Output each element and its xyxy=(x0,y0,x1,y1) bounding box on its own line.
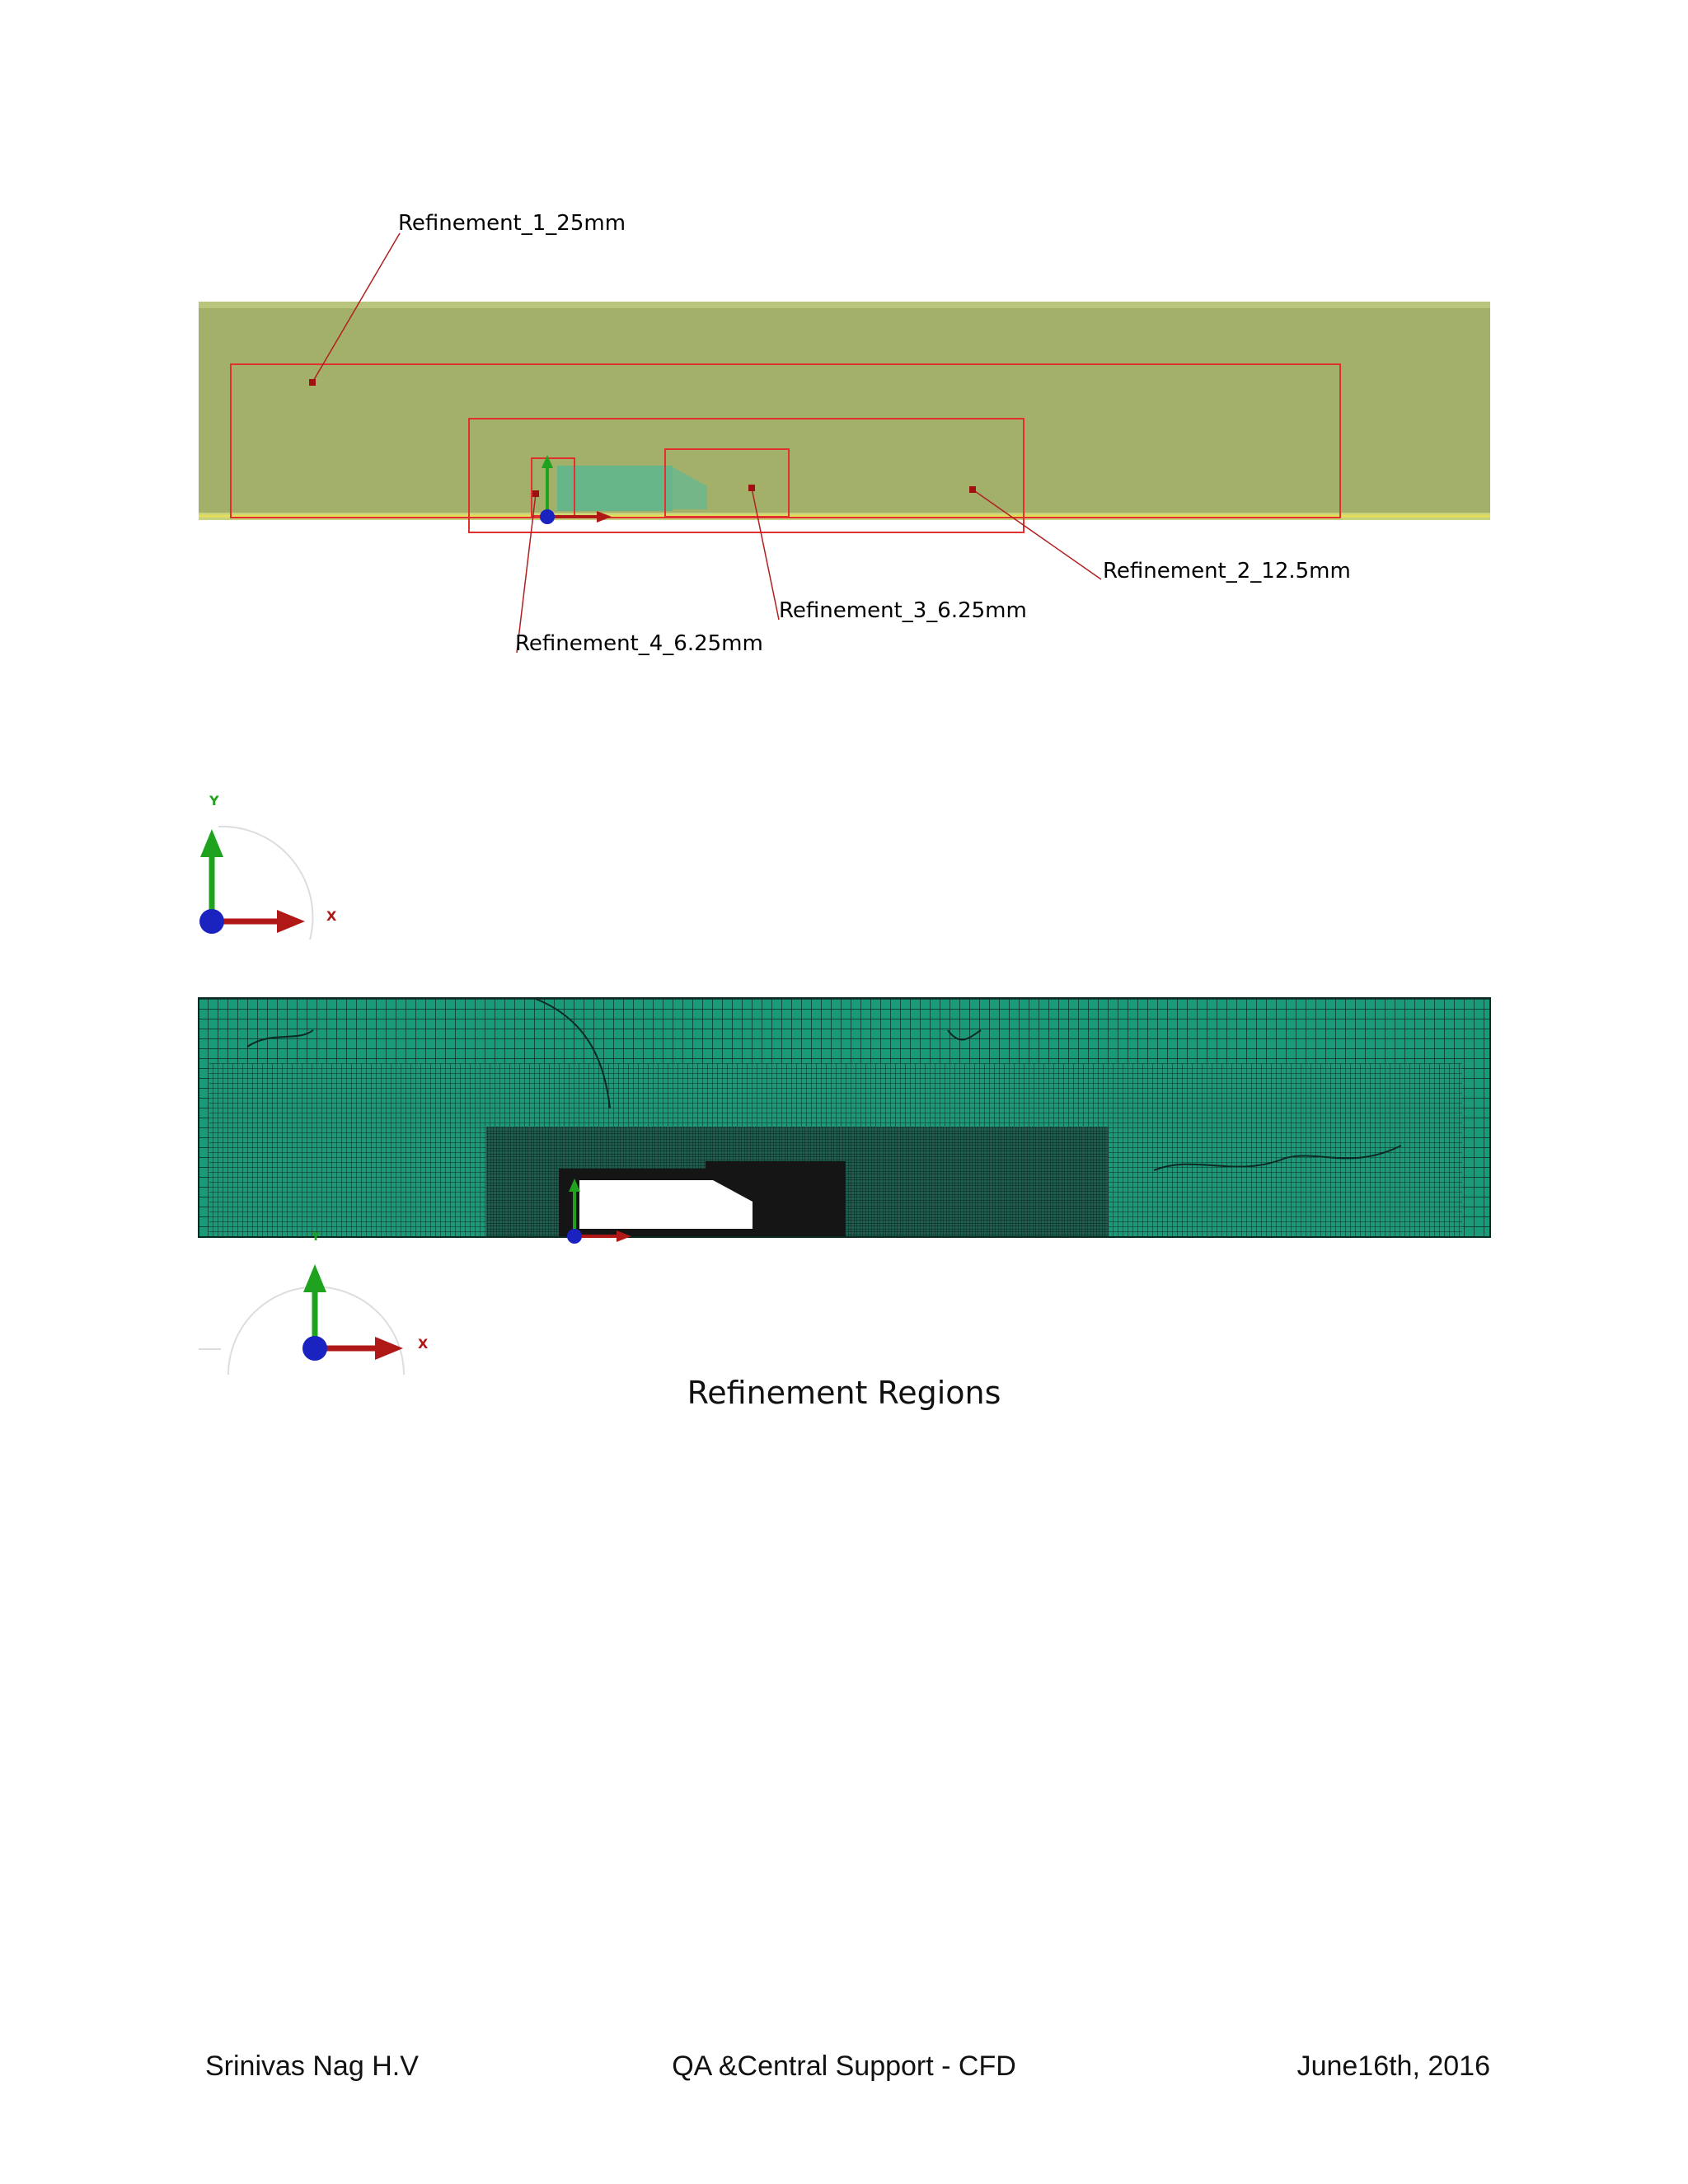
refinement-label-4: Refinement_4_6.25mm xyxy=(515,631,763,656)
refinement-box-3 xyxy=(664,448,790,518)
refinement-view xyxy=(199,232,1490,940)
domain-block xyxy=(199,302,1490,520)
triad-bottom-y-label: Y xyxy=(312,1230,321,1244)
footer-department: QA &Central Support - CFD xyxy=(672,2050,1016,2082)
leader-line-4 xyxy=(516,493,537,654)
leader-line-1 xyxy=(312,232,401,383)
refinement-label-2: Refinement_2_12.5mm xyxy=(1103,559,1351,583)
leader-line-3 xyxy=(751,487,780,621)
refinement-label-3: Refinement_3_6.25mm xyxy=(779,598,1027,623)
triad-top-y-label: Y xyxy=(209,793,219,808)
footer-author: Srinivas Nag H.V xyxy=(205,2050,419,2082)
triad-top-x-label: X xyxy=(326,908,337,924)
figure-caption: Refinement Regions xyxy=(687,1375,1001,1411)
refinement-label-1: Refinement_1_25mm xyxy=(398,211,626,236)
axis-triad-top xyxy=(199,825,314,940)
mesh-view xyxy=(198,997,1491,1376)
axis-triad-bottom xyxy=(199,1264,405,1376)
refinement-box-2 xyxy=(468,418,1025,533)
vehicle-hole xyxy=(579,1180,753,1229)
triad-bottom-x-label: X xyxy=(418,1336,429,1352)
footer-date: June16th, 2016 xyxy=(1296,2050,1490,2082)
leader-line-2 xyxy=(972,489,1102,580)
